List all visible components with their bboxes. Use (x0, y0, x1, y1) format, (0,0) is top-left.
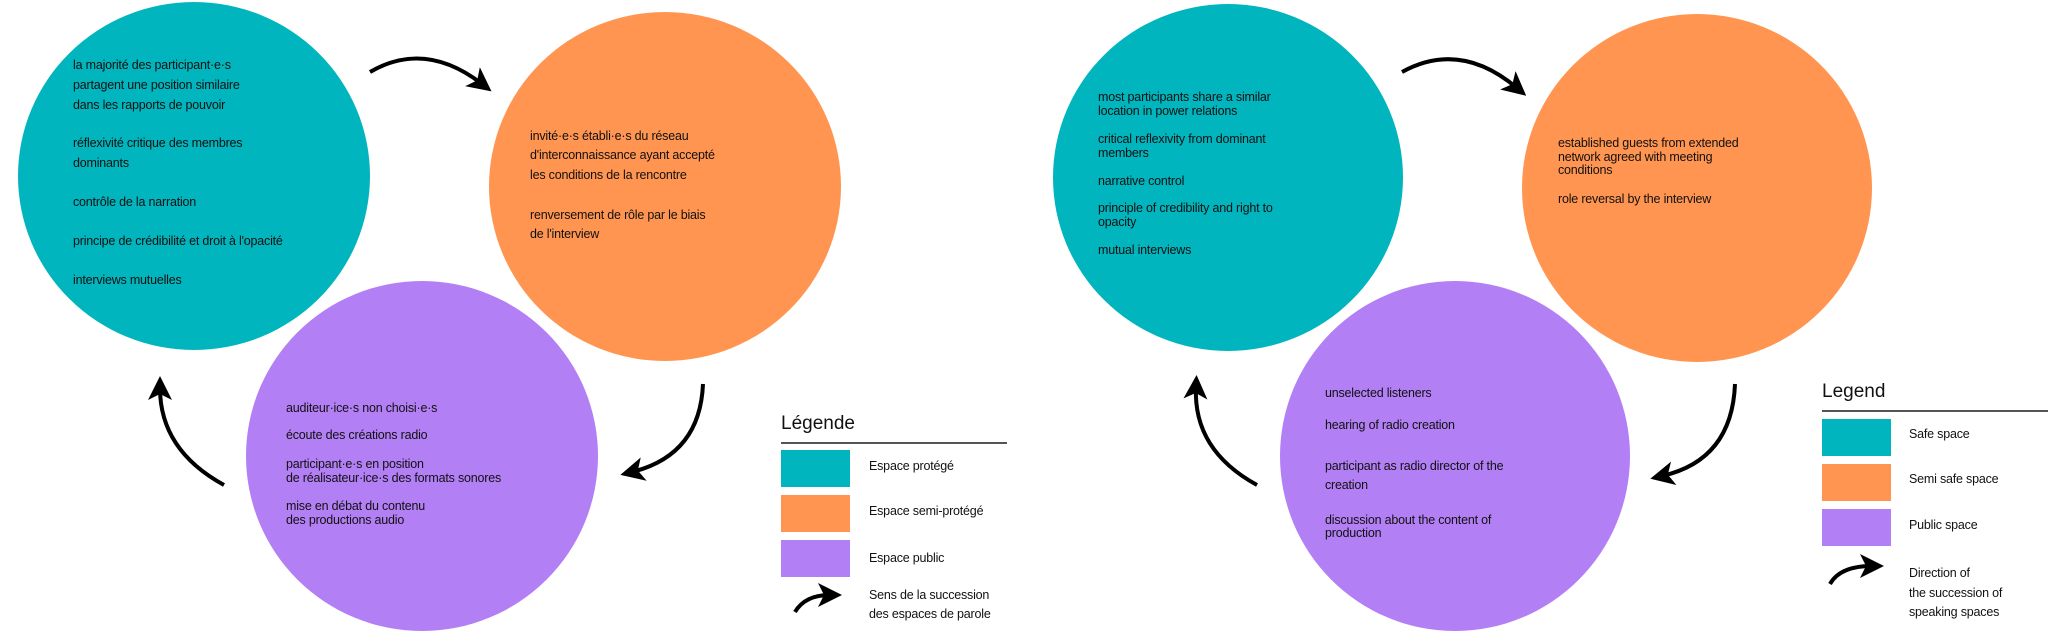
semi-safe-item-line: role reversal by the interview (1558, 192, 1712, 206)
semi-safe-item-line: established guests from extended (1558, 136, 1739, 150)
arrow-safe-to-semi-icon (1401, 57, 1527, 96)
public-item-en-line: participant as radio director of the (1325, 459, 1504, 473)
semi-protected-item-line: d'interconnaissance ayant accepté (530, 148, 715, 162)
public-space-circle-fr (246, 281, 598, 631)
public-item-line: écoute des créations radio (286, 428, 428, 442)
legend-label-direction-line1: Direction of (1909, 566, 1970, 580)
protected-item-line: dominants (73, 156, 129, 170)
legend-arrow-icon-en (1828, 554, 1884, 586)
public-item-en-line: discussion about the content of (1325, 513, 1492, 527)
arrow-protected-to-semi-icon (368, 56, 492, 92)
semi-safe-space-circle-en (1522, 14, 1872, 362)
legend-label-public: Espace public (869, 551, 945, 565)
protected-item-line: interviews mutuelles (73, 273, 182, 287)
protected-item-line: partagent une position similaire (73, 78, 240, 92)
safe-item-line: critical reflexivity from dominant (1098, 132, 1266, 146)
legend-title-en: Legend (1822, 381, 1886, 402)
legend-swatch-public-en (1822, 509, 1891, 546)
public-item-line: des productions audio (286, 513, 405, 527)
legend-swatch-protected (781, 450, 850, 487)
protected-item-line: la majorité des participant·e·s (73, 58, 231, 72)
semi-protected-item-line: les conditions de la rencontre (530, 168, 687, 182)
public-space-circle-en (1280, 281, 1630, 631)
legend-title-fr: Légende (781, 413, 855, 434)
legend-label-semi-protected: Espace semi-protégé (869, 504, 984, 518)
semi-protected-item-line: invité·e·s établi·e·s du réseau (530, 129, 689, 143)
legend-label-semi-safe: Semi safe space (1909, 472, 1999, 486)
arrow-semi-to-public-en-icon (1650, 383, 1737, 486)
legend-label-direction-line3: speaking spaces (1909, 605, 2000, 619)
legend-label-safe: Safe space (1909, 427, 1970, 441)
safe-item-line: principle of credibility and right to (1098, 201, 1273, 215)
protected-item-line: principe de crédibilité et droit à l'opa… (73, 234, 283, 248)
legend-label-arrow-line1: Sens de la succession (869, 588, 990, 602)
arrow-public-to-protected-icon (148, 376, 225, 487)
legend-swatch-semi-safe (1822, 464, 1891, 501)
legend-label-arrow-line2: des espaces de parole (869, 607, 991, 621)
protected-space-circle-fr (18, 2, 370, 350)
safe-item-line: location in power relations (1098, 104, 1238, 118)
public-item-en-line: hearing of radio creation (1325, 418, 1455, 432)
public-item-line: de réalisateur·ice·s des formats sonores (286, 471, 502, 485)
semi-protected-item-line: de l'interview (530, 227, 600, 241)
arrow-semi-to-public-icon (620, 383, 705, 481)
legend-swatch-semi-protected (781, 495, 850, 532)
safe-space-circle-en (1053, 4, 1403, 351)
public-item-line: auditeur·ice·s non choisi·e·s (286, 401, 438, 415)
public-item-line: participant·e·s en position (286, 457, 424, 471)
semi-protected-item-line: renversement de rôle par le biais (530, 208, 706, 222)
legend-divider-fr (781, 442, 1007, 444)
arrow-public-to-safe-icon (1183, 375, 1258, 487)
public-item-line: mise en débat du contenu (286, 499, 426, 513)
legend-label-public-en: Public space (1909, 518, 1978, 532)
safe-item-line: opacity (1098, 215, 1137, 229)
legend-swatch-public (781, 540, 850, 577)
semi-safe-item-line: network agreed with meeting (1558, 150, 1713, 164)
legend-divider-en (1822, 410, 2048, 412)
safe-item-line: mutual interviews (1098, 243, 1192, 257)
legend-label-direction-line2: the succession of (1909, 586, 2003, 600)
protected-item-line: contrôle de la narration (73, 195, 197, 209)
safe-item-line: narrative control (1098, 174, 1185, 188)
legend-swatch-safe (1822, 419, 1891, 456)
safe-item-line: most participants share a similar (1098, 90, 1271, 104)
semi-protected-space-circle-fr (489, 12, 841, 361)
protected-item-line: dans les rapports de pouvoir (73, 98, 226, 112)
safe-item-line: members (1098, 146, 1149, 160)
public-item-en-line: unselected listeners (1325, 386, 1432, 400)
public-item-en-line: production (1325, 526, 1382, 540)
public-item-en-line: creation (1325, 478, 1368, 492)
legend-arrow-icon-fr (793, 583, 842, 614)
semi-safe-item-line: conditions (1558, 163, 1613, 177)
legend-label-protected: Espace protégé (869, 459, 954, 473)
protected-item-line: réflexivité critique des membres (73, 136, 243, 150)
